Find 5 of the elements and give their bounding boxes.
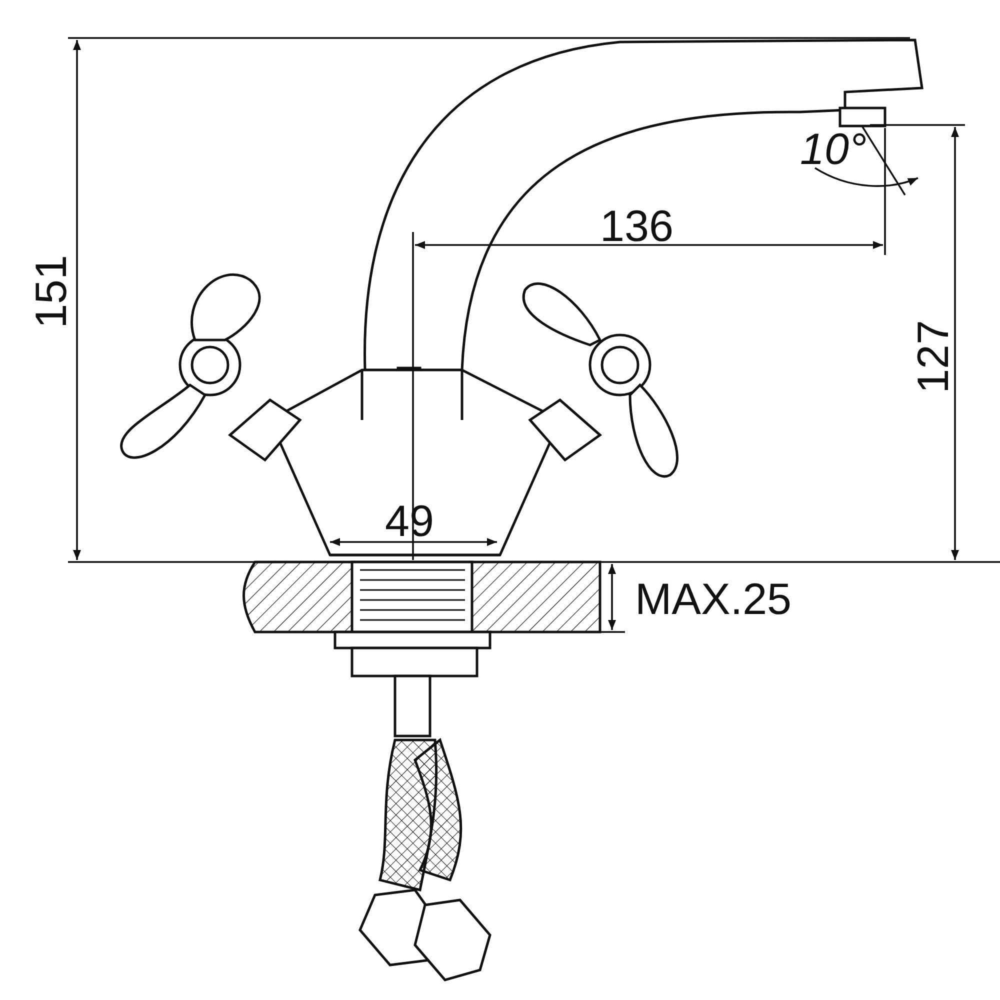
angle-label: 10° bbox=[800, 128, 867, 172]
dimension-label: 151 bbox=[30, 255, 74, 328]
dimension-label: MAX.25 bbox=[635, 578, 792, 622]
dimension-label: 127 bbox=[912, 320, 956, 394]
dimension-label: 136 bbox=[600, 205, 674, 249]
